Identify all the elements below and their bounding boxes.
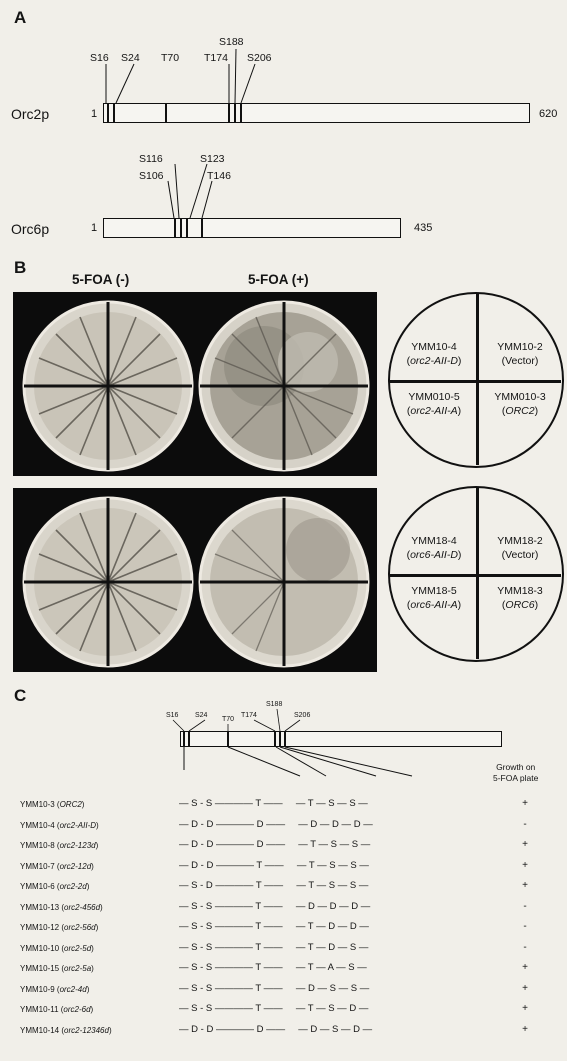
mutant-strain-label: YMM10-4 (orc2-AII-D) bbox=[20, 821, 99, 830]
strain-name: YMM10-15 ( bbox=[20, 964, 64, 973]
residue-sequence: — D - D ———— D —— — T — S — S — bbox=[179, 839, 370, 850]
growth-header: Growth on 5-FOA plate bbox=[493, 762, 538, 784]
growth-header-line2: 5-FOA plate bbox=[493, 773, 538, 784]
strain-name: YMM10-13 ( bbox=[20, 903, 64, 912]
genotype: orc2-12346d bbox=[64, 1026, 109, 1035]
mutant-strain-label: YMM10-7 (orc2-12d) bbox=[20, 862, 94, 871]
strain-name: YMM10-7 ( bbox=[20, 862, 60, 871]
growth-result: + bbox=[518, 1003, 532, 1014]
residue-sequence: — S - S ———— T —— — T — A — S — bbox=[179, 962, 367, 973]
genotype: orc2-5d bbox=[64, 944, 91, 953]
growth-result: - bbox=[518, 942, 532, 953]
residue-sequence: — S - S ———— T —— — T — D — D — bbox=[179, 921, 369, 932]
strain-name: YMM10-14 ( bbox=[20, 1026, 64, 1035]
strain-name: YMM10-10 ( bbox=[20, 944, 64, 953]
genotype: orc2-5a bbox=[64, 964, 91, 973]
growth-result: - bbox=[518, 921, 532, 932]
mutant-strain-label: YMM10-3 (ORC2) bbox=[20, 800, 84, 809]
mutant-strain-label: YMM10-11 (orc2-6d) bbox=[20, 1005, 93, 1014]
mutant-strain-label: YMM10-6 (orc2-2d) bbox=[20, 882, 89, 891]
residue-sequence: — D - D ———— D —— — D — S — D — bbox=[179, 1024, 372, 1035]
mutant-strain-label: YMM10-14 (orc2-12346d) bbox=[20, 1026, 112, 1035]
residue-sequence: — S - S ———— T —— — D — D — D — bbox=[179, 901, 370, 912]
strain-name: YMM10-8 ( bbox=[20, 841, 60, 850]
residue-sequence: — D - D ———— T —— — T — S — S — bbox=[179, 860, 369, 871]
growth-result: + bbox=[518, 1024, 532, 1035]
residue-sequence: — S - S ———— T —— — T — S — D — bbox=[179, 1003, 368, 1014]
genotype: orc2-2d bbox=[60, 882, 87, 891]
growth-result: + bbox=[518, 839, 532, 850]
mutant-strain-label: YMM10-13 (orc2-456d) bbox=[20, 903, 103, 912]
genotype: orc2-AII-D bbox=[60, 821, 96, 830]
genotype: orc2-56d bbox=[64, 923, 96, 932]
residue-sequence: — D - D ———— D —— — D — D — D — bbox=[179, 819, 373, 830]
mutant-strain-label: YMM10-15 (orc2-5a) bbox=[20, 964, 94, 973]
mutant-strain-label: YMM10-12 (orc2-56d) bbox=[20, 923, 98, 932]
growth-result: + bbox=[518, 798, 532, 809]
mutant-strain-label: YMM10-10 (orc2-5d) bbox=[20, 944, 94, 953]
growth-result: + bbox=[518, 962, 532, 973]
mutant-strain-label: YMM10-9 (orc2-4d) bbox=[20, 985, 89, 994]
genotype: orc2-123d bbox=[60, 841, 96, 850]
growth-result: + bbox=[518, 860, 532, 871]
residue-sequence: — S - S ———— T —— — D — S — S — bbox=[179, 983, 369, 994]
growth-header-line1: Growth on bbox=[493, 762, 538, 773]
strain-name: YMM10-4 ( bbox=[20, 821, 60, 830]
strain-name: YMM10-9 ( bbox=[20, 985, 60, 994]
strain-name: YMM10-3 ( bbox=[20, 800, 60, 809]
genotype: orc2-12d bbox=[60, 862, 92, 871]
residue-sequence: — S - D ———— T —— — T — S — S — bbox=[179, 880, 368, 891]
strain-name: YMM10-12 ( bbox=[20, 923, 64, 932]
growth-result: - bbox=[518, 901, 532, 912]
residue-sequence: — S - S ———— T —— — T — S — S — bbox=[179, 798, 368, 809]
strain-name: YMM10-6 ( bbox=[20, 882, 60, 891]
genotype: orc2-456d bbox=[64, 903, 100, 912]
genotype: orc2-6d bbox=[63, 1005, 90, 1014]
growth-result: + bbox=[518, 880, 532, 891]
genotype: orc2-4d bbox=[60, 985, 87, 994]
growth-result: + bbox=[518, 983, 532, 994]
mutant-strain-label: YMM10-8 (orc2-123d) bbox=[20, 841, 98, 850]
residue-sequence: — S - S ———— T —— — T — D — S — bbox=[179, 942, 368, 953]
growth-result: - bbox=[518, 819, 532, 830]
genotype: ORC2 bbox=[60, 800, 82, 809]
strain-name: YMM10-11 ( bbox=[20, 1005, 63, 1014]
